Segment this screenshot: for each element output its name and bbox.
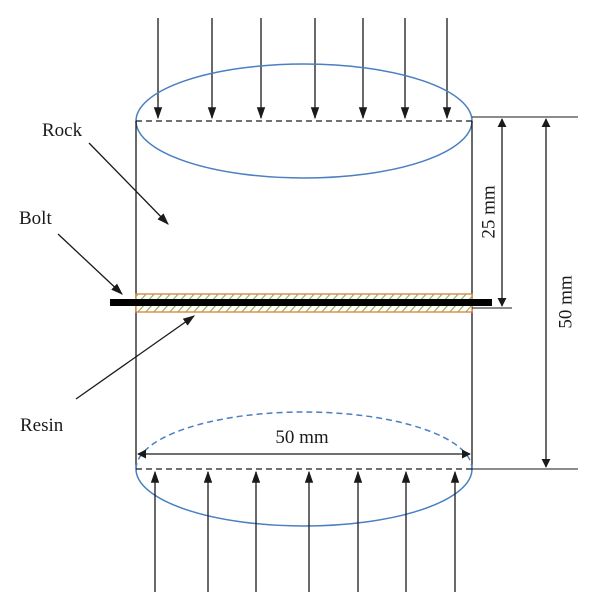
full-height-dimension-label: 50 mm xyxy=(555,275,576,329)
top-load-arrows xyxy=(153,18,452,120)
resin-leader-arrow xyxy=(75,315,195,400)
bottom-ellipse-front xyxy=(135,468,473,527)
half-height-dimension-label: 25 mm xyxy=(478,185,499,239)
rock-label: Rock xyxy=(42,120,83,141)
resin-label: Resin xyxy=(20,415,64,436)
bottom-ellipse-back-dashed xyxy=(135,411,473,470)
resin-hatch-line xyxy=(136,294,139,298)
bolt-leader-arrow xyxy=(57,233,123,295)
bolt-bar xyxy=(110,299,492,306)
bottom-load-arrows xyxy=(150,470,460,592)
resin-hatch-line xyxy=(465,304,472,312)
rock-leader-arrow xyxy=(88,142,169,225)
diameter-dimension-label: 50 mm xyxy=(275,427,329,448)
bolt-label: Bolt xyxy=(19,208,52,229)
